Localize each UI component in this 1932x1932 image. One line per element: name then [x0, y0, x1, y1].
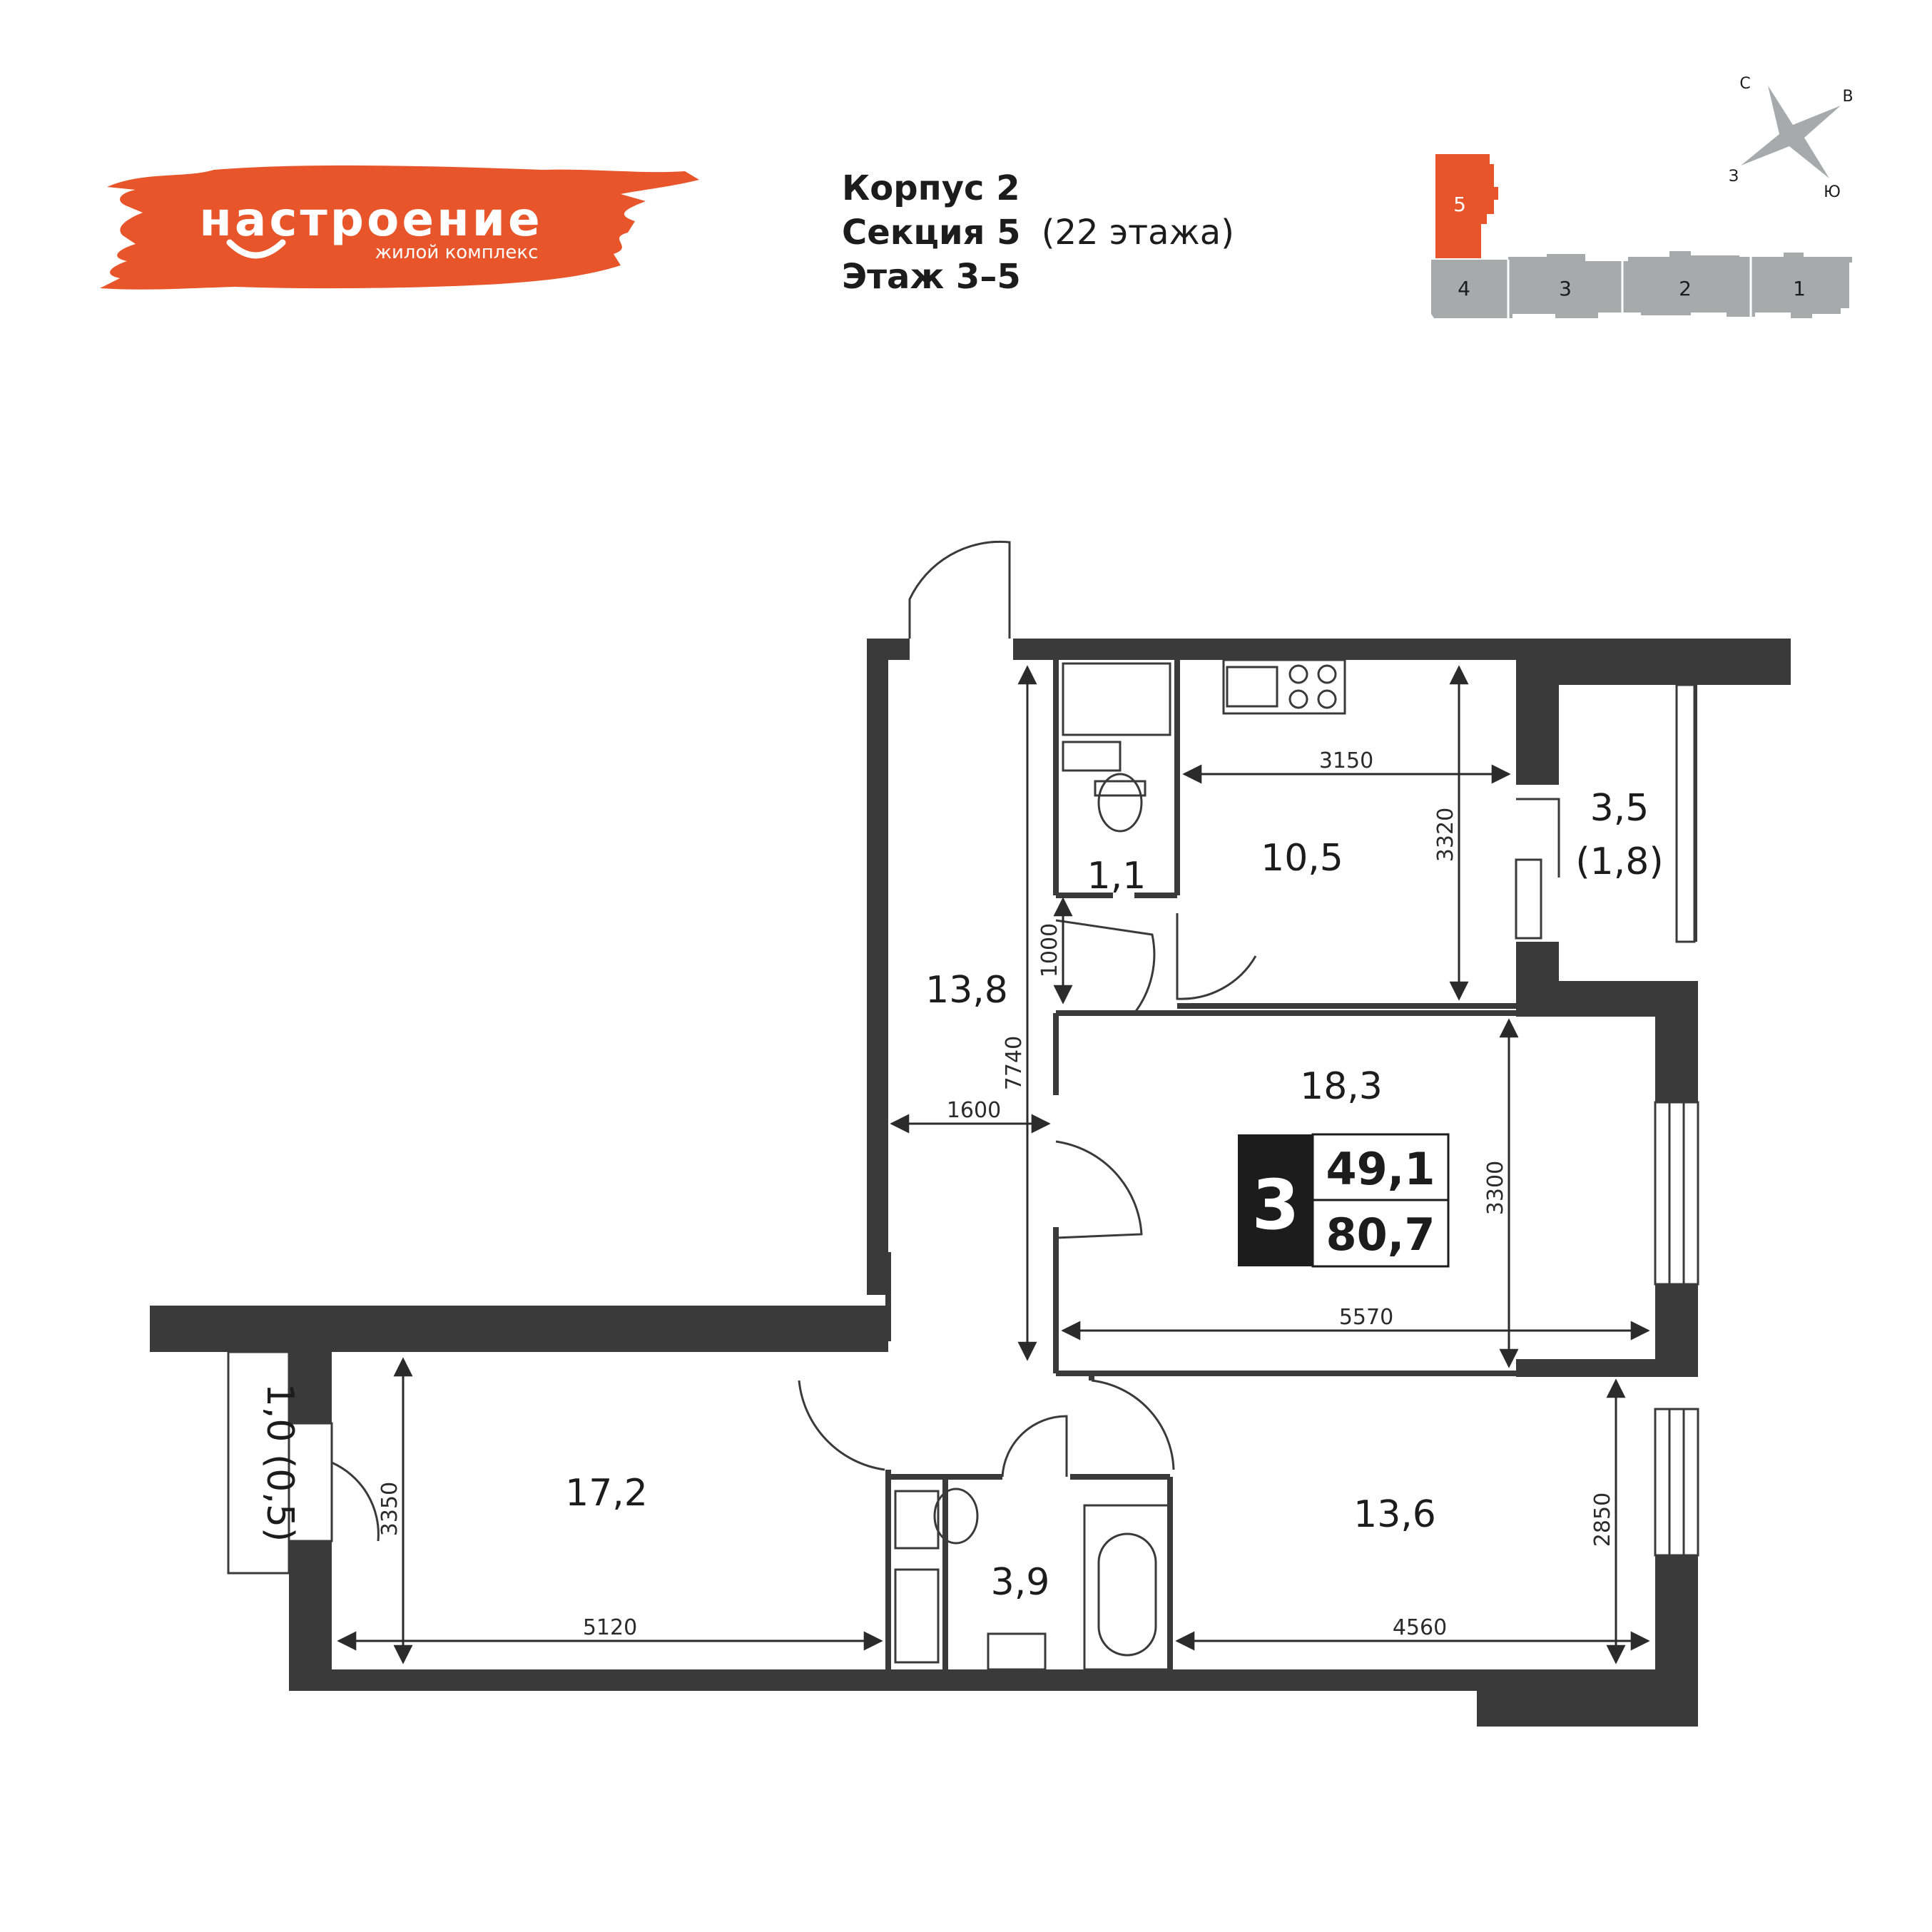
compass-west: З [1729, 168, 1739, 185]
area-balcony-left: 1,0 (0,5) [258, 1383, 301, 1542]
living-area: 49,1 [1326, 1143, 1435, 1195]
dim-corridor-length: 7740 [1002, 1036, 1027, 1090]
floor-label: Этаж 3–5 [842, 257, 1021, 297]
section-line: Секция 5 (22 этажа) [842, 213, 1234, 253]
dim-left-height: 3350 [377, 1482, 402, 1536]
compass-star-icon [1741, 86, 1841, 178]
dim-middle-height: 3300 [1483, 1161, 1508, 1215]
dim-right-width: 4560 [1393, 1615, 1447, 1640]
header: Корпус 2 Секция 5 (22 этажа) Этаж 3–5 [842, 168, 1234, 297]
logo-tagline: жилой комплекс [375, 242, 539, 263]
section-5-label: 5 [1453, 193, 1466, 216]
section-2-label: 2 [1679, 277, 1692, 300]
apartment-badge: 3 49,1 80,7 [1238, 1133, 1450, 1268]
area-balcony-right: 3,5 [1590, 787, 1649, 830]
room-count: 3 [1252, 1165, 1300, 1245]
dim-kitchen-width: 3150 [1319, 748, 1373, 773]
logo-brush-stroke [100, 165, 699, 290]
logo-name: настроение [199, 192, 542, 247]
area-wc-small: 1,1 [1087, 855, 1147, 898]
area-room-right: 13,6 [1353, 1493, 1436, 1536]
dim-left-width: 5120 [583, 1615, 637, 1640]
section-1-label: 1 [1793, 277, 1806, 300]
compass-south: Ю [1824, 183, 1841, 201]
logo: настроение жилой комплекс [100, 165, 699, 290]
doors [331, 540, 1560, 1542]
dim-middle-width: 5570 [1339, 1305, 1393, 1330]
section-dividers [1507, 255, 1752, 318]
dim-corridor-width: 1600 [947, 1098, 1001, 1123]
compass: С В Ю З [1729, 75, 1854, 201]
compass-east: В [1842, 88, 1853, 106]
dim-right-height: 2850 [1590, 1493, 1615, 1547]
section-label: Секция 5 [842, 213, 1021, 253]
windows [227, 683, 1699, 1575]
dimension-lines [337, 665, 1650, 1664]
total-area: 80,7 [1326, 1209, 1435, 1261]
dim-wc-depth: 1000 [1037, 923, 1062, 977]
section-floors: (22 этажа) [1042, 213, 1234, 253]
kitchen-fixtures [1222, 659, 1346, 715]
section-5-block [1435, 154, 1498, 258]
area-room-middle: 18,3 [1300, 1065, 1383, 1108]
building-label: Корпус 2 [842, 168, 1020, 208]
section-map: 5 4 3 2 1 [1431, 154, 1852, 318]
area-corridor: 13,8 [925, 969, 1008, 1012]
wc-fixtures [1062, 662, 1171, 833]
section-4-label: 4 [1458, 277, 1470, 300]
area-balcony-right-reduced: (1,8) [1575, 840, 1663, 883]
logo-smile-icon [226, 239, 286, 259]
floor-plan: 3150 3320 1000 7740 1600 3300 5570 3350 … [150, 540, 1791, 1727]
sections-1-4-block [1431, 251, 1852, 318]
exterior-walls [150, 639, 1791, 1727]
area-room-left: 17,2 [565, 1472, 648, 1515]
dim-kitchen-depth: 3320 [1433, 808, 1458, 862]
compass-north: С [1739, 75, 1750, 93]
area-bathroom: 3,9 [991, 1561, 1050, 1604]
bathroom-fixtures [894, 1488, 1171, 1671]
section-3-label: 3 [1559, 277, 1572, 300]
area-kitchen: 10,5 [1261, 837, 1343, 880]
